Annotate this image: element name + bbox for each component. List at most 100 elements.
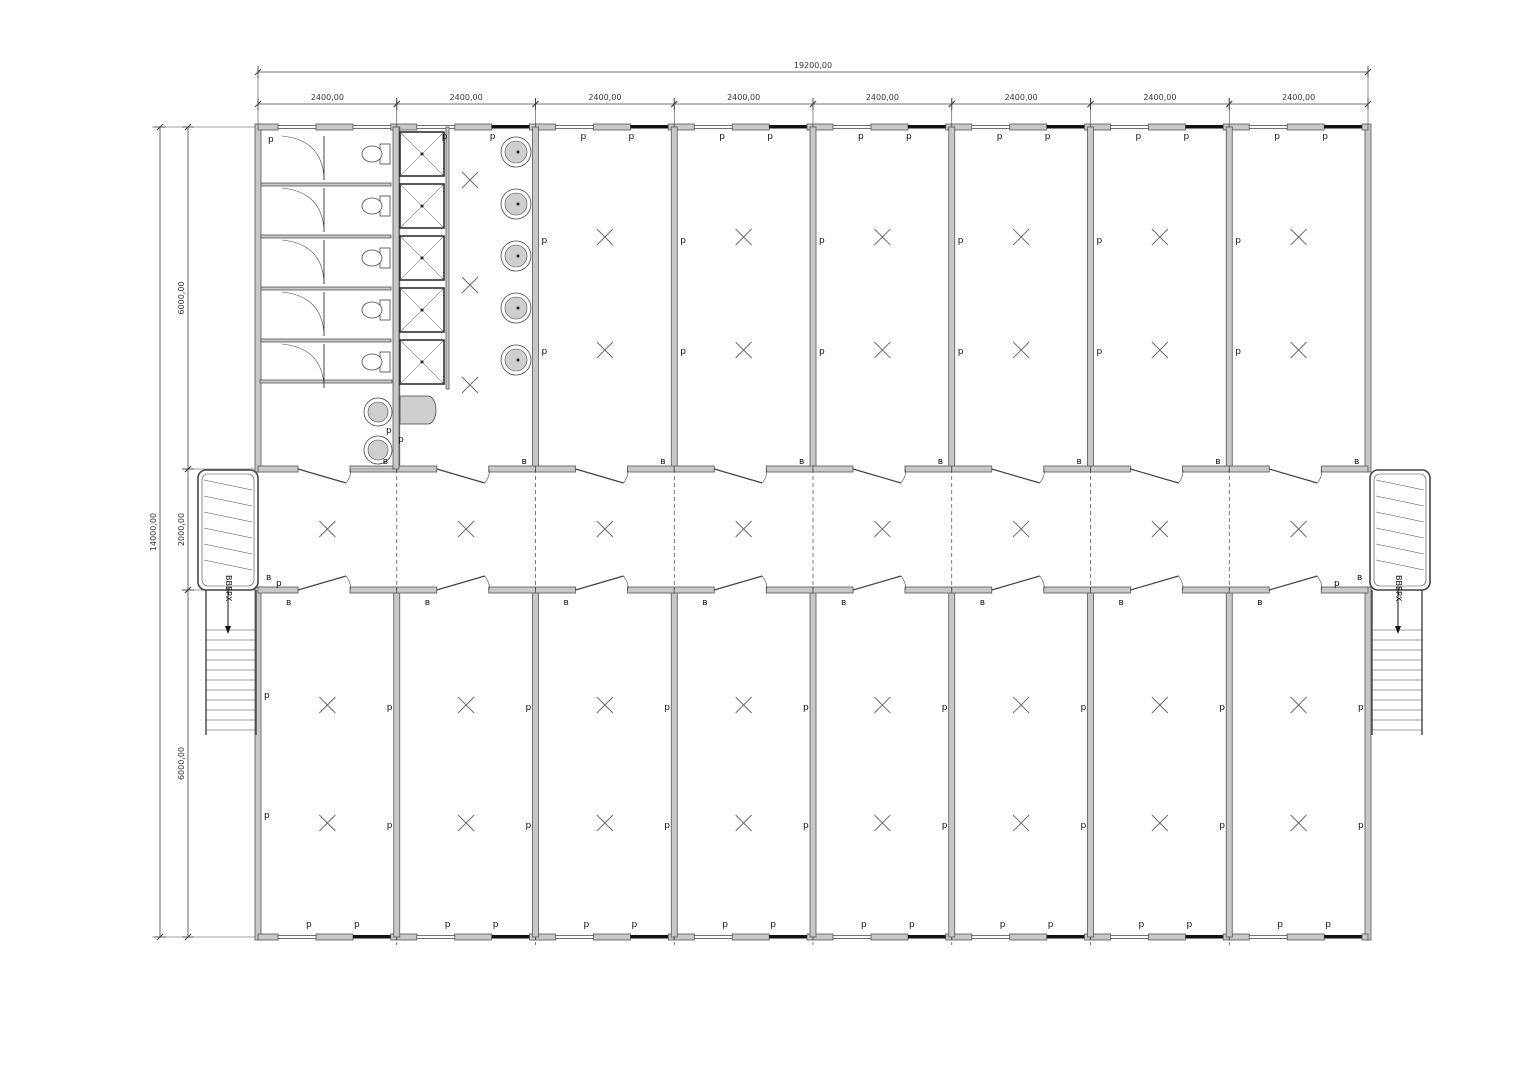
stair-tread bbox=[1375, 543, 1425, 555]
socket-mark: р bbox=[1219, 703, 1225, 713]
toilet-icon bbox=[361, 299, 391, 321]
socket-mark: р bbox=[445, 920, 451, 930]
door-icon bbox=[991, 575, 1040, 591]
partition-bottom bbox=[809, 589, 817, 938]
light-stroke bbox=[1151, 341, 1169, 359]
stair-landing bbox=[1369, 469, 1431, 591]
switch-mark: в bbox=[266, 573, 271, 583]
door-swing-arc bbox=[484, 575, 490, 591]
socket-mark: р bbox=[858, 132, 864, 142]
light-stroke bbox=[461, 376, 479, 394]
toilet-bowl bbox=[361, 301, 383, 319]
socket-mark: р bbox=[942, 703, 948, 713]
toilet-icon bbox=[361, 247, 391, 269]
light-stroke bbox=[874, 520, 891, 538]
module-width-dim-label: 2400,00 bbox=[866, 93, 899, 102]
light-stroke bbox=[1012, 814, 1030, 832]
stair-landing-inner bbox=[201, 473, 255, 587]
toilet-icon bbox=[361, 351, 391, 373]
door-swing-arc bbox=[900, 575, 906, 591]
switch-mark: в bbox=[660, 457, 665, 467]
door-swing-arc bbox=[281, 291, 325, 335]
partition-bottom bbox=[670, 589, 678, 938]
ceiling-light-icon bbox=[874, 341, 891, 359]
corridor-wall-segment bbox=[951, 465, 993, 473]
switch-mark: в bbox=[1357, 573, 1362, 583]
socket-mark: р bbox=[584, 920, 590, 930]
partition-top bbox=[1087, 126, 1094, 470]
door-icon bbox=[852, 575, 902, 591]
corridor-wall-segment bbox=[257, 465, 299, 473]
corridor-wall-segment bbox=[1228, 465, 1270, 473]
switch-mark: в bbox=[938, 457, 943, 467]
corridor-wall-segment bbox=[904, 586, 953, 594]
light-stroke bbox=[1151, 814, 1169, 832]
socket-mark: р bbox=[719, 132, 725, 142]
switch-mark: в bbox=[841, 598, 846, 608]
doors bbox=[281, 135, 1323, 591]
corridor-wall-segment bbox=[535, 586, 576, 594]
corridor-dim-label: 2000,00 bbox=[177, 513, 186, 546]
light-stroke bbox=[596, 341, 614, 359]
exterior-wall-segment bbox=[454, 123, 493, 131]
ceiling-light-icon bbox=[1151, 228, 1169, 246]
ceiling-light-icon bbox=[1290, 341, 1307, 359]
socket-mark: р bbox=[1274, 132, 1280, 142]
door-icon bbox=[991, 468, 1040, 484]
switch-mark: в bbox=[522, 457, 527, 467]
exterior-wall-segment bbox=[315, 933, 354, 941]
ceiling-light-icon bbox=[457, 696, 475, 714]
door-swing-arc bbox=[1317, 575, 1323, 591]
ceiling-light-icon bbox=[319, 814, 336, 832]
shower-drain bbox=[420, 204, 424, 208]
socket-mark: р bbox=[803, 821, 809, 831]
socket-mark: р bbox=[526, 703, 532, 713]
sink-drain bbox=[516, 150, 520, 154]
light-stroke bbox=[596, 228, 614, 246]
socket-mark: р bbox=[1358, 703, 1364, 713]
shower-icon bbox=[399, 183, 445, 229]
door-icon bbox=[297, 468, 347, 484]
socket-mark: р bbox=[1139, 920, 1145, 930]
light-stroke bbox=[461, 171, 479, 189]
window-dark bbox=[630, 125, 669, 129]
ceiling-light-icon bbox=[735, 341, 752, 359]
ceiling-light-icon bbox=[319, 520, 336, 538]
switch-mark: в bbox=[383, 457, 388, 467]
exterior-wall-segment bbox=[870, 933, 909, 941]
door-swing-arc bbox=[762, 575, 768, 591]
sanitary-partition bbox=[392, 126, 400, 470]
sink-drain bbox=[516, 254, 520, 258]
window-dark bbox=[1324, 125, 1362, 129]
light-stroke bbox=[1012, 341, 1030, 359]
sink-drain bbox=[516, 306, 520, 310]
light-stroke bbox=[735, 228, 752, 246]
corridor-wall-segment bbox=[488, 465, 536, 473]
socket-mark: р bbox=[629, 132, 635, 142]
ceiling-light-icon bbox=[874, 228, 891, 246]
socket-mark: р bbox=[264, 811, 270, 821]
stair-right-label: ВВЕРХ bbox=[1394, 575, 1403, 602]
stair-tread bbox=[203, 527, 253, 539]
ceiling-light-icon bbox=[735, 814, 752, 832]
switch-mark: в bbox=[1077, 457, 1082, 467]
stair-tread bbox=[1375, 559, 1425, 571]
toilet-icon bbox=[361, 195, 391, 217]
light-stroke bbox=[319, 520, 336, 538]
socket-mark: р bbox=[268, 135, 274, 145]
socket-mark: р bbox=[442, 132, 448, 142]
switch-mark: в bbox=[425, 598, 430, 608]
partition-top bbox=[1225, 126, 1233, 470]
socket-mark: р bbox=[1277, 920, 1283, 930]
sink-icon bbox=[500, 136, 532, 168]
socket-mark: р bbox=[680, 236, 686, 246]
corridor-wall-segment bbox=[1320, 586, 1369, 594]
partition-bottom bbox=[948, 589, 956, 938]
socket-mark: р bbox=[722, 920, 728, 930]
stair-tread bbox=[203, 511, 253, 523]
toilet-bowl bbox=[361, 145, 383, 163]
light-stroke bbox=[596, 696, 614, 714]
